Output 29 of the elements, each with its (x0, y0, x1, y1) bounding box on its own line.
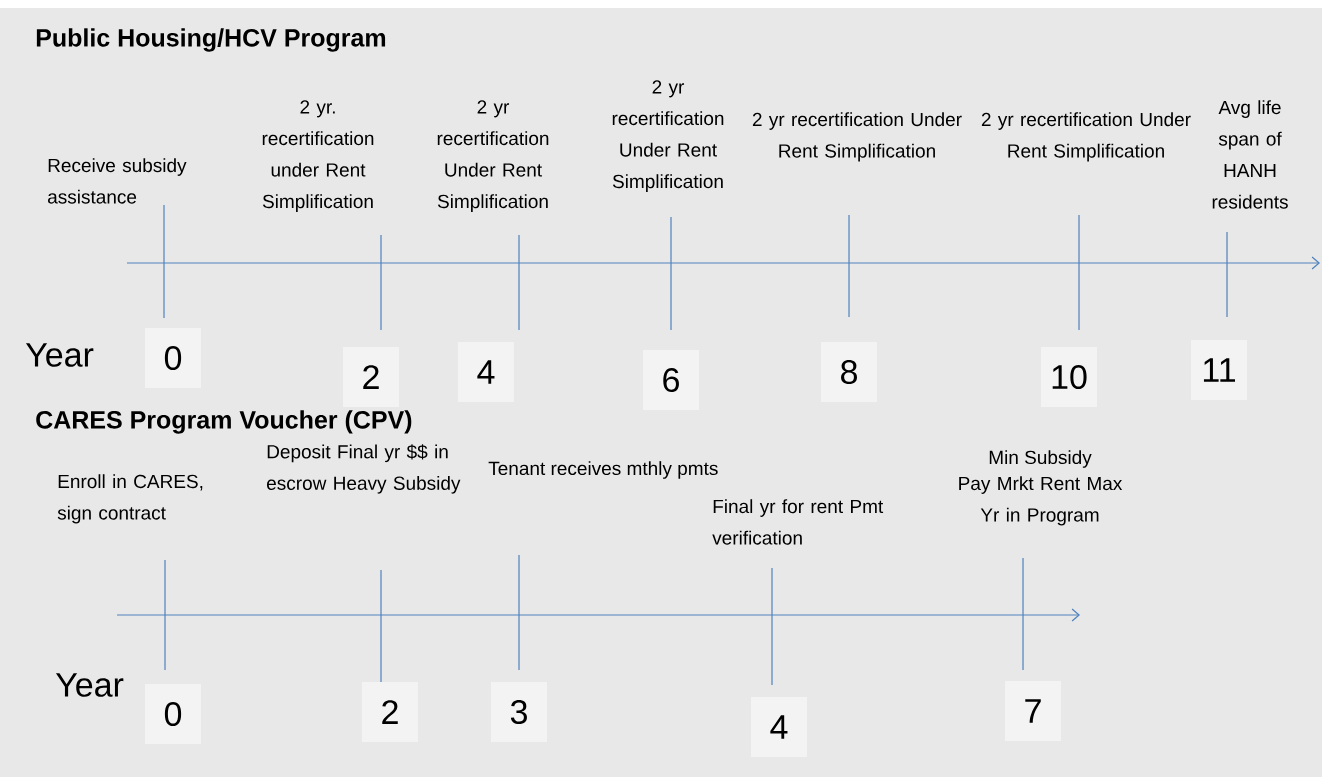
event-label: Enroll in CARES, sign contract (57, 474, 203, 524)
event-label: Pay Mrkt Rent Max Yr in Program (959, 476, 1123, 526)
event-label: Deposit Final yr $$ in escrow Heavy Subsidy (267, 444, 461, 494)
section-heading: CARES Program Voucher (CPV) (36, 410, 412, 434)
event-label: Avg life span of HANH residents (1212, 100, 1288, 209)
event-label: 2 yr recertification Under Rent Simplification (612, 80, 724, 192)
event-label: 2 yr recertification Under Rent Simplification (752, 112, 962, 162)
event-label: Final yr for rent Pmt verification (712, 499, 884, 545)
year-number: 4 (458, 342, 514, 402)
axis-label: Year (25, 343, 94, 367)
event-label: Min Subsidy (989, 450, 1092, 468)
year-number: 8 (821, 342, 877, 402)
year-number: 11 (1191, 340, 1247, 400)
year-number: 4 (751, 697, 807, 757)
year-number: 0 (145, 328, 201, 388)
year-number: 10 (1041, 347, 1097, 407)
section-heading: Public Housing/HCV Program (36, 28, 386, 52)
event-label: 2 yr recertification Under Rent Simplification (437, 100, 549, 212)
year-number: 2 (362, 682, 418, 742)
event-label: 2 yr. recertification under Rent Simplification (262, 100, 374, 212)
event-label: Receive subsidy assistance (48, 158, 187, 204)
year-number: 2 (343, 347, 399, 407)
axis-label: Year (55, 673, 124, 697)
year-number: 0 (145, 684, 201, 744)
year-number: 6 (643, 350, 699, 410)
year-number: 7 (1005, 681, 1061, 741)
event-label: 2 yr recertification Under Rent Simplification (981, 112, 1191, 162)
year-number: 3 (491, 682, 547, 742)
event-label: Tenant receives mthly pmts (488, 461, 718, 479)
